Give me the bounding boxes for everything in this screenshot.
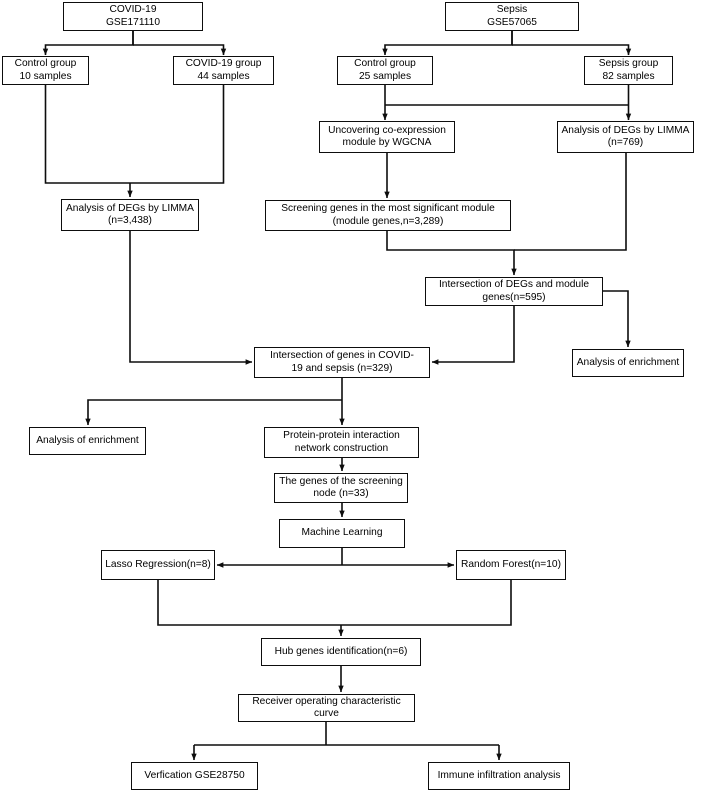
- node-sepsis-control-group[interactable]: Control group 25 samples: [337, 56, 433, 85]
- node-roc-curve[interactable]: Receiver operating characteristic curve: [238, 694, 415, 722]
- node-intersection-covid-sepsis[interactable]: Intersection of genes in COVID- 19 and s…: [254, 347, 430, 378]
- node-intersection-degs-module[interactable]: Intersection of DEGs and module genes(n=…: [425, 277, 603, 306]
- node-analysis-of-enrichment-left[interactable]: Analysis of enrichment: [29, 427, 146, 455]
- node-immune-infiltration-analysis[interactable]: Immune infiltration analysis: [428, 762, 570, 790]
- node-machine-learning[interactable]: Machine Learning: [279, 519, 405, 548]
- node-covid-control-group[interactable]: Control group 10 samples: [2, 56, 89, 85]
- node-random-forest[interactable]: Random Forest(n=10): [456, 550, 566, 580]
- node-verification-gse28750[interactable]: Verfication GSE28750: [131, 762, 258, 790]
- node-screening-node-genes[interactable]: The genes of the screening node (n=33): [274, 473, 408, 503]
- node-covid-group[interactable]: COVID-19 group 44 samples: [173, 56, 274, 85]
- node-ppi-network-construction[interactable]: Protein-protein interaction network cons…: [264, 427, 419, 458]
- node-screening-module-genes[interactable]: Screening genes in the most significant …: [265, 200, 511, 231]
- node-degs-covid-limma[interactable]: Analysis of DEGs by LIMMA (n=3,438): [61, 199, 199, 231]
- node-wgcna-module[interactable]: Uncovering co-expression module by WGCNA: [319, 121, 455, 153]
- node-sepsis-group[interactable]: Sepsis group 82 samples: [584, 56, 673, 85]
- node-covid-dataset[interactable]: COVID-19 GSE171110: [63, 2, 203, 31]
- node-lasso-regression[interactable]: Lasso Regression(n=8): [101, 550, 215, 580]
- node-analysis-of-enrichment-right[interactable]: Analysis of enrichment: [572, 349, 684, 377]
- node-hub-genes-identification[interactable]: Hub genes identification(n=6): [261, 638, 421, 666]
- node-degs-sepsis-limma[interactable]: Analysis of DEGs by LIMMA (n=769): [557, 121, 694, 153]
- node-sepsis-dataset[interactable]: Sepsis GSE57065: [445, 2, 579, 31]
